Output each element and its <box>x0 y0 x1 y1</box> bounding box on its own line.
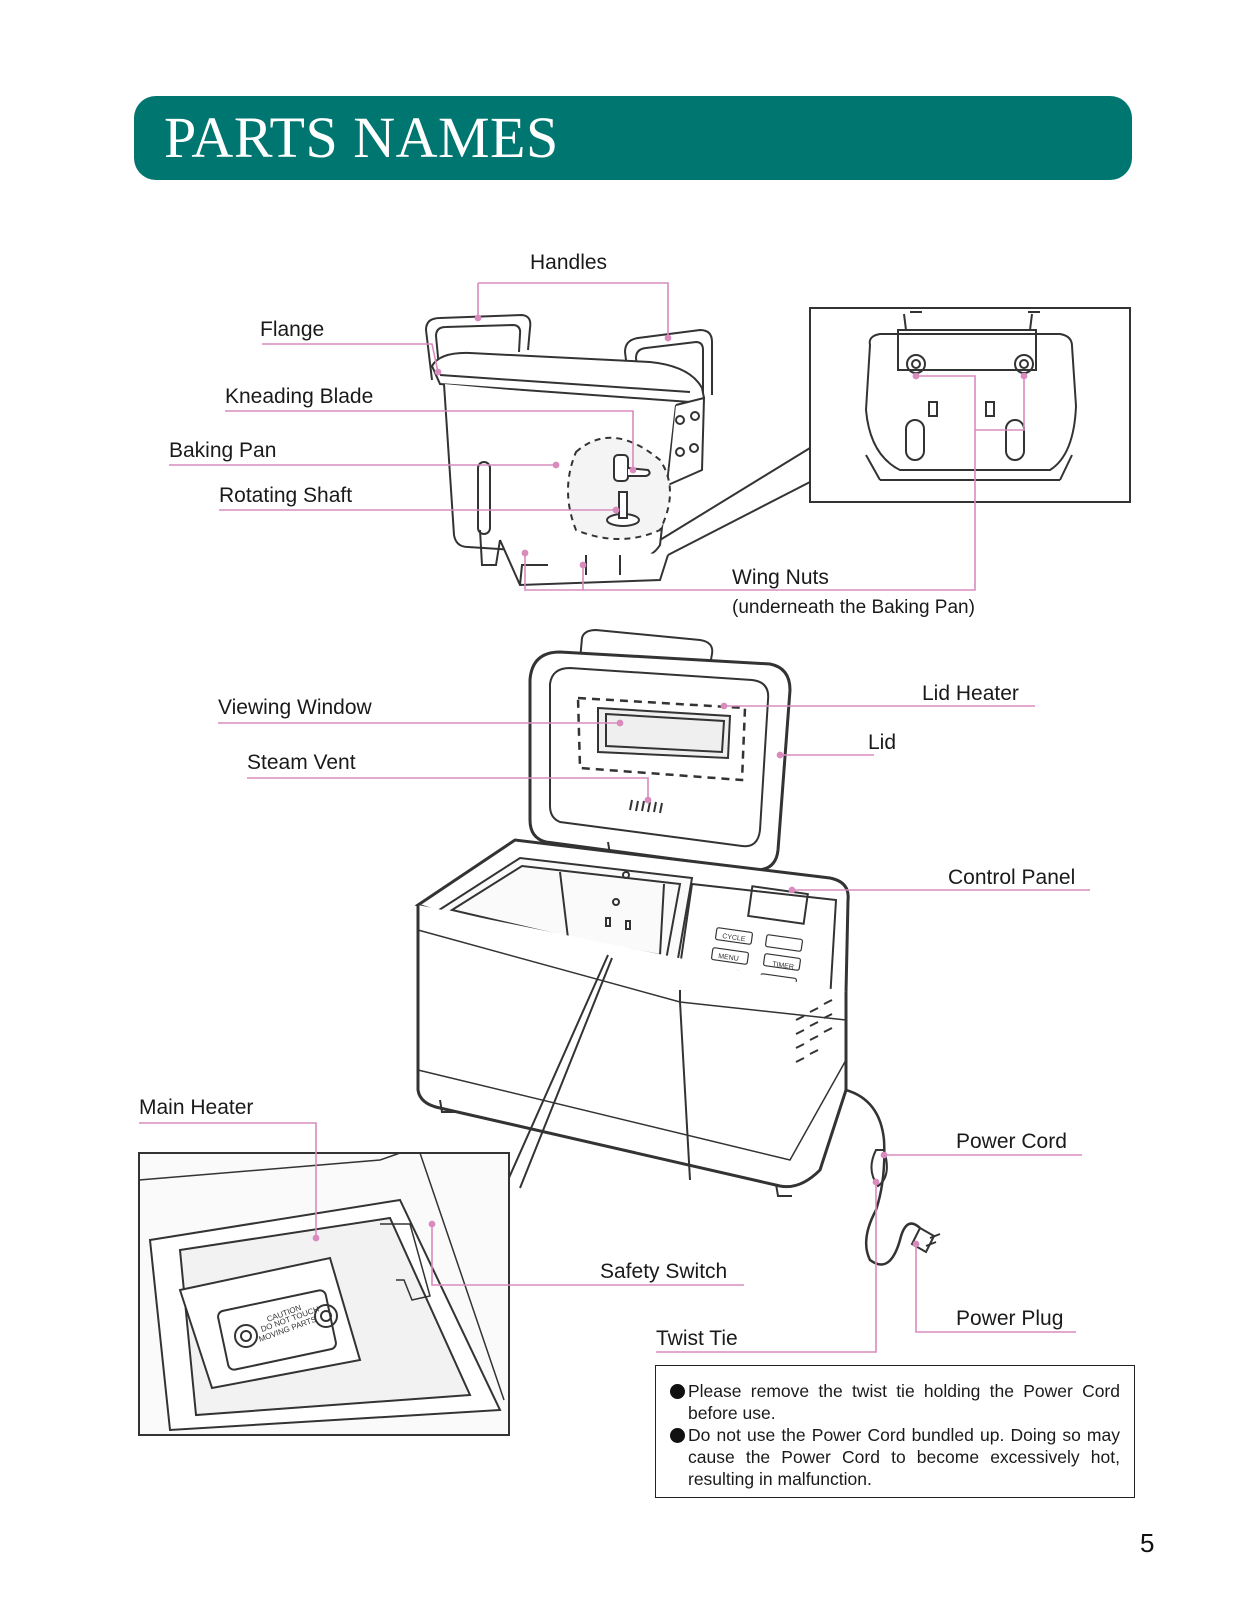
note-item: Do not use the Power Cord bundled up. Do… <box>670 1424 1120 1490</box>
bullet-icon <box>670 1428 685 1443</box>
bread-maker-illustration: CYCLE MENU CANCEL TIMER START <box>414 628 941 1266</box>
label-lid-heater: Lid Heater <box>922 682 1019 705</box>
page-title: PARTS NAMES <box>164 105 559 170</box>
svg-text:TIMER: TIMER <box>772 961 795 971</box>
label-power-cord: Power Cord <box>956 1130 1067 1153</box>
leader-lines <box>139 282 1090 1353</box>
label-kneading-blade: Kneading Blade <box>225 385 374 408</box>
label-viewing-window: Viewing Window <box>218 696 372 719</box>
svg-text:MENU: MENU <box>718 953 739 963</box>
label-power-plug: Power Plug <box>956 1307 1064 1330</box>
label-control-panel: Control Panel <box>948 866 1076 889</box>
svg-text:CYCLE: CYCLE <box>722 933 746 943</box>
note-text: Do not use the Power Cord bundled up. Do… <box>688 1425 1120 1489</box>
label-twist-tie: Twist Tie <box>656 1327 738 1350</box>
label-wing-nuts-note: (underneath the Baking Pan) <box>732 597 975 618</box>
main-heater-inset: CAUTION DO NOT TOUCH MOVING PARTS <box>138 1152 510 1436</box>
section-banner: PARTS NAMES <box>134 96 1132 180</box>
label-rotating-shaft: Rotating Shaft <box>219 484 353 507</box>
label-lid: Lid <box>868 731 897 754</box>
baking-pan-illustration <box>424 313 713 587</box>
pan-underside-inset <box>659 307 1131 556</box>
label-safety-switch: Safety Switch <box>600 1260 728 1283</box>
label-baking-pan: Baking Pan <box>169 439 277 462</box>
label-handles: Handles <box>530 251 608 274</box>
label-wing-nuts: Wing Nuts <box>732 566 829 589</box>
page-number: 5 <box>1140 1528 1155 1558</box>
note-item: Please remove the twist tie holding the … <box>670 1380 1120 1424</box>
label-steam-vent: Steam Vent <box>247 751 356 774</box>
bullet-icon <box>670 1384 685 1399</box>
caution-note-box: Please remove the twist tie holding the … <box>655 1365 1135 1498</box>
note-text: Please remove the twist tie holding the … <box>688 1381 1120 1423</box>
label-flange: Flange <box>260 318 325 341</box>
label-main-heater: Main Heater <box>139 1096 254 1119</box>
